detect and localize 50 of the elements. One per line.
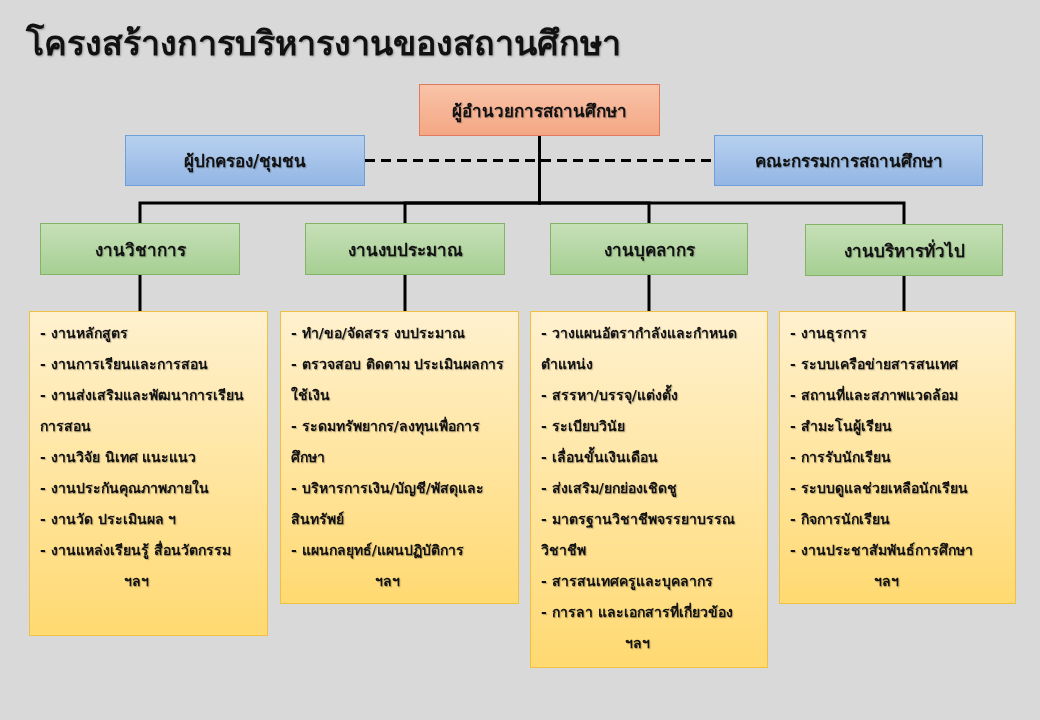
department-box: งานงบประมาณ — [305, 223, 505, 275]
list-item: - สถานที่และสภาพแวดล้อม — [790, 384, 959, 405]
list-item: - แผนกลยุทธ์/แผนปฏิบัติการ — [291, 541, 465, 561]
list-item: - บริหารการเงิน/บัญชี/พัสดุและสินทรัพย์ — [291, 479, 485, 529]
connector-line — [647, 275, 651, 311]
list-item: - สารสนเทศครูและบุคลากร — [541, 572, 714, 592]
connector-line — [403, 275, 407, 311]
stakeholder-box: ผู้ปกครอง/ชุมชน — [125, 135, 365, 186]
list-item: - งานส่งเสริมและพัฒนาการเรียนการสอน — [40, 386, 245, 436]
director-box: ผู้อำนวยการสถานศึกษา — [419, 84, 660, 136]
list-item: - งานแหล่งเรียนรู้ สื่อนวัตกรรม — [40, 539, 232, 561]
connector-line — [138, 275, 142, 311]
task-list-box — [280, 311, 519, 604]
connector-line — [902, 276, 906, 311]
etc-text: ฯลฯ — [624, 634, 651, 653]
list-item: - การรับนักเรียน — [790, 448, 892, 467]
list-item: - งานประชาสัมพันธ์การศึกษา — [790, 541, 974, 560]
etc-text: ฯลฯ — [374, 572, 401, 591]
dashed-line — [365, 159, 714, 162]
task-list-box — [29, 311, 268, 636]
list-item: - ตรวจสอบ ติดตาม ประเมินผลการใช้เงิน — [291, 355, 506, 405]
title: โครงสร้างการบริหารงานของสถานศึกษา — [26, 22, 621, 65]
task-list-box — [530, 311, 768, 668]
list-item: - กิจการนักเรียน — [790, 510, 891, 529]
list-item: - ระบบเครือข่ายสารสนเทศ — [790, 355, 959, 374]
committee-box: คณะกรรมการสถานศึกษา — [714, 135, 983, 186]
department-box: งานวิชาการ — [40, 223, 240, 275]
list-item: - วางแผนอัตรากำลังและกำหนดตำแหน่ง — [541, 324, 738, 374]
list-item: - งานการเรียนและการสอน — [40, 355, 209, 374]
list-item: - สำมะโนผู้เรียน — [790, 416, 893, 437]
list-item: - ระดมทรัพยากร/ลงทุนเพื่อการศึกษา — [291, 415, 481, 467]
list-item: - ระเบียบวินัย — [541, 417, 626, 436]
department-box: งานบริหารทั่วไป — [805, 224, 1003, 276]
list-item: - เลื่อนขั้นเงินเดือน — [541, 442, 757, 473]
list-item: - งานประกันคุณภาพภายใน — [40, 478, 210, 499]
list-item: - ทำ/ขอ/จัดสรร งบประมาณ — [291, 324, 466, 343]
list-item: - งานธุรการ — [790, 324, 868, 344]
list-item: - การลา และเอกสารที่เกี่ยวข้อง — [541, 601, 734, 622]
list-item: - ส่งเสริม/ยกย่องเชิดชู — [541, 479, 678, 499]
department-box: งานบุคลากร — [550, 223, 748, 275]
etc-text: ฯลฯ — [873, 572, 900, 591]
list-item: - งานวัด ประเมินผล ฯ — [40, 510, 178, 529]
list-item: - งานวิจัย นิเทศ แนะแนว — [40, 448, 198, 467]
list-item: - งานหลักสูตร — [40, 324, 129, 344]
task-list-box — [779, 311, 1016, 604]
list-item: - ระบบดูแลช่วยเหลือนักเรียน — [790, 479, 969, 499]
list-item: - สรรหา/บรรจุ/แต่งตั้ง — [541, 380, 757, 411]
list-item: - มาตรฐานวิชาชีพจรรยาบรรณวิชาชีพ — [541, 510, 736, 560]
connector-line — [538, 136, 906, 224]
etc-text: ฯลฯ — [123, 572, 150, 591]
